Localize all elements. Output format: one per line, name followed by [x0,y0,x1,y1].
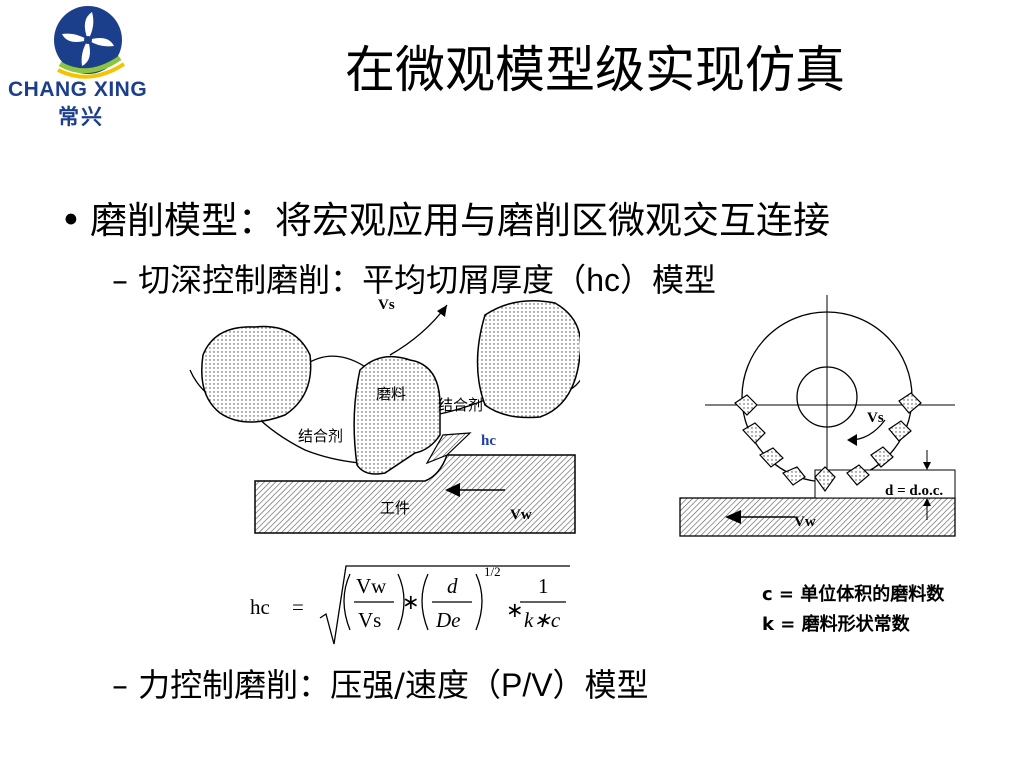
note-c: c = 单位体积的磨料数 [762,584,945,605]
doc-label: d = d.o.c. [885,483,944,499]
sub-bullet-force-control: – 力控制磨削：压强/速度（P/V）模型 [112,660,649,706]
logo-name-cn: 常兴 [58,105,104,129]
formula-times-1: ∗ [402,590,420,614]
formula-exponent: 1/2 [484,564,501,579]
logo-name-en: CHANG XING [8,78,148,101]
sub2-latin: P/V [500,667,553,703]
vw-label-right: Vw [794,514,816,530]
grit-cutting-diagram [189,300,580,534]
grain-right [476,300,580,419]
formula-lhs: hc [250,595,270,619]
chip [425,432,472,465]
vw-arrowhead-icon [445,483,460,497]
doc-arrow-up-icon [923,498,931,506]
wheel-rotation-arrowhead-icon [847,434,857,446]
workpiece-label: 工件 [380,499,411,517]
formula-de: De [436,608,461,632]
hc-label: hc [481,433,496,449]
vw-arrowhead-right-icon [725,510,741,524]
formula-kc: k∗c [524,608,561,632]
sub1-suffix: ）模型 [619,261,716,299]
depth-of-cut-region [814,469,956,499]
hc-formula: hc = Vw Vs ∗ d De 1/2 ∗ 1 k∗c [250,560,580,650]
formula-times-2: ∗ [506,598,524,622]
vs-label-right: Vs [867,410,884,426]
vs-label-left: Vs [378,297,395,313]
rim-grains [734,392,922,493]
bond-line-top [304,355,371,371]
sub1-prefix: – 切深控制磨削：平均切屑厚度（ [112,261,587,299]
vs-arrow [389,304,448,356]
vs-arrowhead-icon [437,305,447,317]
note-k: k = 磨料形状常数 [762,614,910,635]
grain-left [201,325,312,423]
formula-equals: = [292,595,304,619]
sub1-latin: hc [586,262,620,298]
workpiece-block [254,454,576,534]
bond-label-left: 结合剂 [298,427,344,445]
workpiece-block-right [679,497,956,537]
bullet-text: 磨削模型：将宏观应用与磨削区微观交互连接 [90,199,830,242]
doc-arrow-down-icon [923,462,931,470]
formula-one: 1 [538,574,549,598]
sub2-suffix: ）模型 [552,666,649,704]
grain-center [353,355,441,475]
formula-radical-icon [319,565,570,645]
company-logo: CHANG XING 常兴 [0,0,175,130]
grinding-wheel-diagram [679,295,956,537]
sub2-prefix: – 力控制磨削：压强/速度（ [112,666,501,704]
slide-title: 在微观模型级实现仿真 [345,41,845,99]
sub-bullet-depth-control: – 切深控制磨削：平均切屑厚度（hc）模型 [112,255,716,301]
bullet-grinding-model: •磨削模型：将宏观应用与磨削区微观交互连接 [60,199,830,242]
formula-d: d [447,574,458,598]
formula-vs: Vs [358,608,382,632]
formula-vw: Vw [356,574,387,598]
bond-label-right: 结合剂 [438,396,484,414]
pinwheel-logo-icon [54,6,126,79]
vw-label-left: Vw [510,507,532,523]
abrasive-label: 磨料 [376,385,407,403]
